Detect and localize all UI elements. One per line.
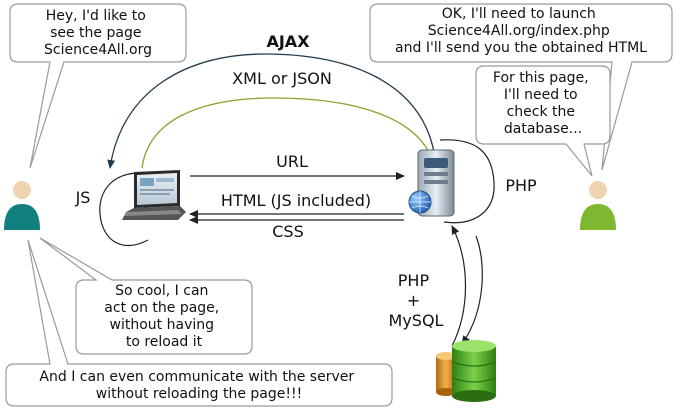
client-person-icon [4, 181, 40, 230]
bubble-client-cool-line-2: act on the page, [104, 300, 219, 316]
bubble-client-request-text: Hey, I'd like to see the page Science4Al… [44, 8, 152, 58]
bubble-server-thought-line-1: For this page, [493, 70, 589, 86]
bubble-server-thought-text: For this page, I'll need to check the da… [493, 70, 593, 137]
bubble-client-cool-line-3: without having [110, 317, 214, 333]
bubble-client-request-line-1: Hey, I'd like to [46, 8, 146, 24]
server-person-icon [580, 181, 616, 230]
js-loop [99, 172, 153, 246]
php-mysql-line-3: MySQL [389, 311, 444, 330]
xml-json-arc [141, 97, 434, 169]
url-label: URL [276, 152, 308, 171]
bubble-server-reply-line-1: OK, I'll need to launch [442, 6, 596, 22]
php-label: PHP [505, 176, 537, 195]
php-mysql-line-1: PHP [398, 271, 430, 290]
mysql-arrow-down [461, 235, 483, 345]
mysql-arrow-up [451, 225, 467, 347]
ajax-label: AJAX [266, 32, 310, 51]
bubble-client-cool-line-4: to reload it [126, 334, 203, 350]
bubble-client-communicate-line-2: without reloading the page!!! [96, 386, 302, 402]
bubble-client-cool-line-1: So cool, I can [115, 283, 208, 299]
bubble-client-communicate-text: And I can even communicate with the serv… [39, 369, 358, 402]
laptop-icon [122, 170, 186, 220]
html-label: HTML (JS included) [221, 191, 371, 210]
database-icon [436, 340, 497, 402]
bubble-server-reply-line-2: Science4All.org/index.php [428, 23, 610, 39]
bubble-client-communicate-line-1: And I can even communicate with the serv… [39, 369, 354, 385]
bubble-server-thought-line-3: check the [507, 104, 575, 120]
bubble-server-thought-line-2: I'll need to [504, 87, 578, 103]
js-label: JS [75, 188, 91, 207]
php-mysql-label: PHP + MySQL [389, 271, 444, 330]
php-loop [439, 139, 495, 224]
bubble-client-communicate: And I can even communicate with the serv… [5, 239, 393, 407]
bubble-server-reply-line-3: and I'll send you the obtained HTML [395, 40, 647, 56]
bubble-client-request-line-3: Science4All.org [44, 42, 152, 58]
bubble-client-request: Hey, I'd like to see the page Science4Al… [9, 3, 187, 169]
ajax-arc [107, 53, 437, 169]
xml-json-label: XML or JSON [232, 69, 332, 88]
bubble-client-cool-text: So cool, I can act on the page, without … [104, 283, 223, 350]
bubble-client-cool: So cool, I can act on the page, without … [39, 237, 253, 355]
bubble-server-reply-text: OK, I'll need to launch Science4All.org/… [395, 6, 647, 56]
bubble-client-request-line-2: see the page [50, 25, 141, 41]
php-mysql-line-2: + [407, 291, 420, 310]
css-label: CSS [272, 222, 303, 241]
bubble-server-thought-line-4: database... [504, 121, 582, 137]
bubble-server-reply: OK, I'll need to launch Science4All.org/… [369, 3, 673, 171]
server-icon [408, 149, 455, 217]
bubble-server-thought: For this page, I'll need to check the da… [475, 65, 611, 177]
